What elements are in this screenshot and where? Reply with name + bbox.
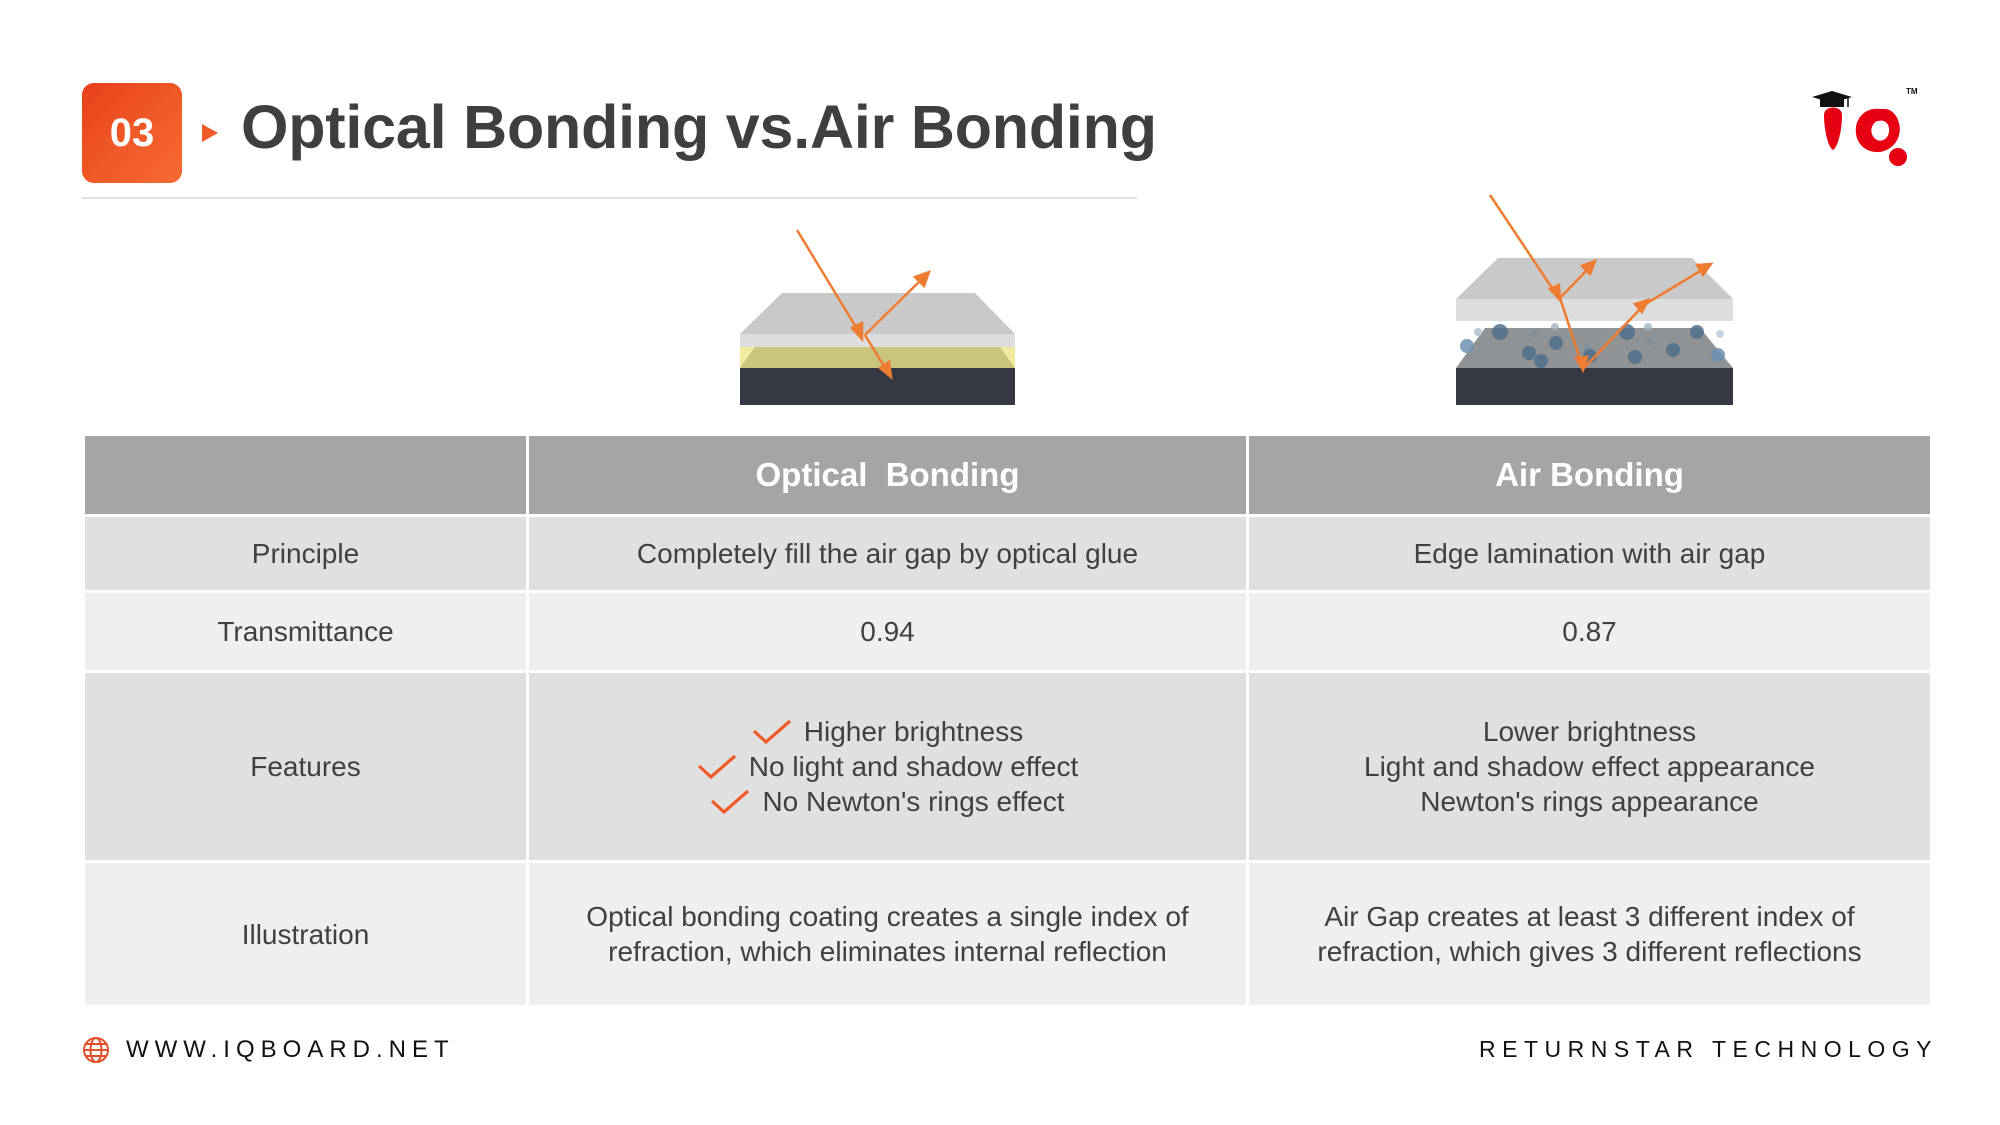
section-number-badge: 03: [82, 83, 182, 183]
trademark-symbol: TM: [1906, 87, 1918, 96]
globe-icon: [83, 1037, 109, 1063]
table-row-principle: Principle Completely fill the air gap by…: [82, 514, 1933, 593]
feature-item: Newton's rings appearance: [1420, 786, 1759, 817]
website-link[interactable]: WWW.IQBOARD.NET: [82, 1036, 455, 1064]
logo-letter-i: [1824, 107, 1842, 150]
page-title: Optical Bonding vs.Air Bonding: [241, 93, 1157, 161]
optical-cell: Completely fill the air gap by optical g…: [526, 514, 1249, 593]
iq-logo: TM: [1812, 87, 1918, 166]
display-panel: [1456, 368, 1733, 405]
table-row-transmittance: Transmittance 0.94 0.87: [82, 590, 1933, 673]
company-name: RETURNSTAR TECHNOLOGY: [1479, 1036, 1938, 1062]
optical-cell: 0.94: [526, 590, 1249, 673]
cover-glass-edge: [740, 334, 1015, 347]
table-row-features: Features Higher brightness No light and …: [82, 670, 1933, 863]
check-icon: [711, 789, 750, 814]
light-ray-arrows: [1488, 194, 1714, 374]
row-label: Principle: [82, 514, 529, 593]
table-header-row: Optical Bonding Air Bonding: [82, 433, 1933, 517]
title-divider: [82, 197, 1137, 199]
row-label: Features: [82, 670, 529, 863]
header-blank: [82, 433, 529, 517]
cover-glass-top: [1456, 258, 1733, 299]
feature-item: No light and shadow effect: [529, 749, 1246, 784]
check-icon: [697, 754, 736, 779]
cover-glass-top: [740, 293, 1015, 334]
air-cell: Edge lamination with air gap: [1246, 514, 1933, 593]
feature-item: Light and shadow effect appearance: [1364, 751, 1815, 782]
optical-cell: Optical bonding coating creates a single…: [526, 860, 1249, 1008]
cover-glass-edge: [1456, 299, 1733, 321]
air-cell: Air Gap creates at least 3 different ind…: [1246, 860, 1933, 1008]
air-cell: 0.87: [1246, 590, 1933, 673]
section-number: 03: [109, 110, 155, 155]
optical-cell: Higher brightness No light and shadow ef…: [526, 670, 1249, 863]
play-triangle-icon: [202, 124, 218, 142]
optical-bonding-diagram: [740, 229, 1015, 405]
check-icon: [752, 719, 791, 744]
website-url[interactable]: WWW.IQBOARD.NET: [126, 1036, 455, 1063]
air-cell: Lower brightness Light and shadow effect…: [1246, 670, 1933, 863]
header-optical-bonding: Optical Bonding: [526, 433, 1249, 517]
display-panel: [740, 368, 1015, 405]
table-row-illustration: Illustration Optical bonding coating cre…: [82, 860, 1933, 1008]
row-label: Transmittance: [82, 590, 529, 673]
feature-item: Lower brightness: [1482, 716, 1697, 747]
row-label: Illustration: [82, 860, 529, 1008]
feature-item: Higher brightness: [529, 714, 1246, 749]
graduation-cap-icon: [1812, 91, 1852, 107]
feature-item: No Newton's rings effect: [529, 784, 1246, 819]
air-bonding-diagram: [1456, 194, 1733, 405]
air-particles: [1460, 323, 1725, 368]
logo-letter-q: [1855, 108, 1907, 166]
light-ray-arrows: [795, 229, 932, 380]
comparison-table: Optical Bonding Air Bonding Principle Co…: [82, 433, 1933, 1008]
header-air-bonding: Air Bonding: [1246, 433, 1933, 517]
